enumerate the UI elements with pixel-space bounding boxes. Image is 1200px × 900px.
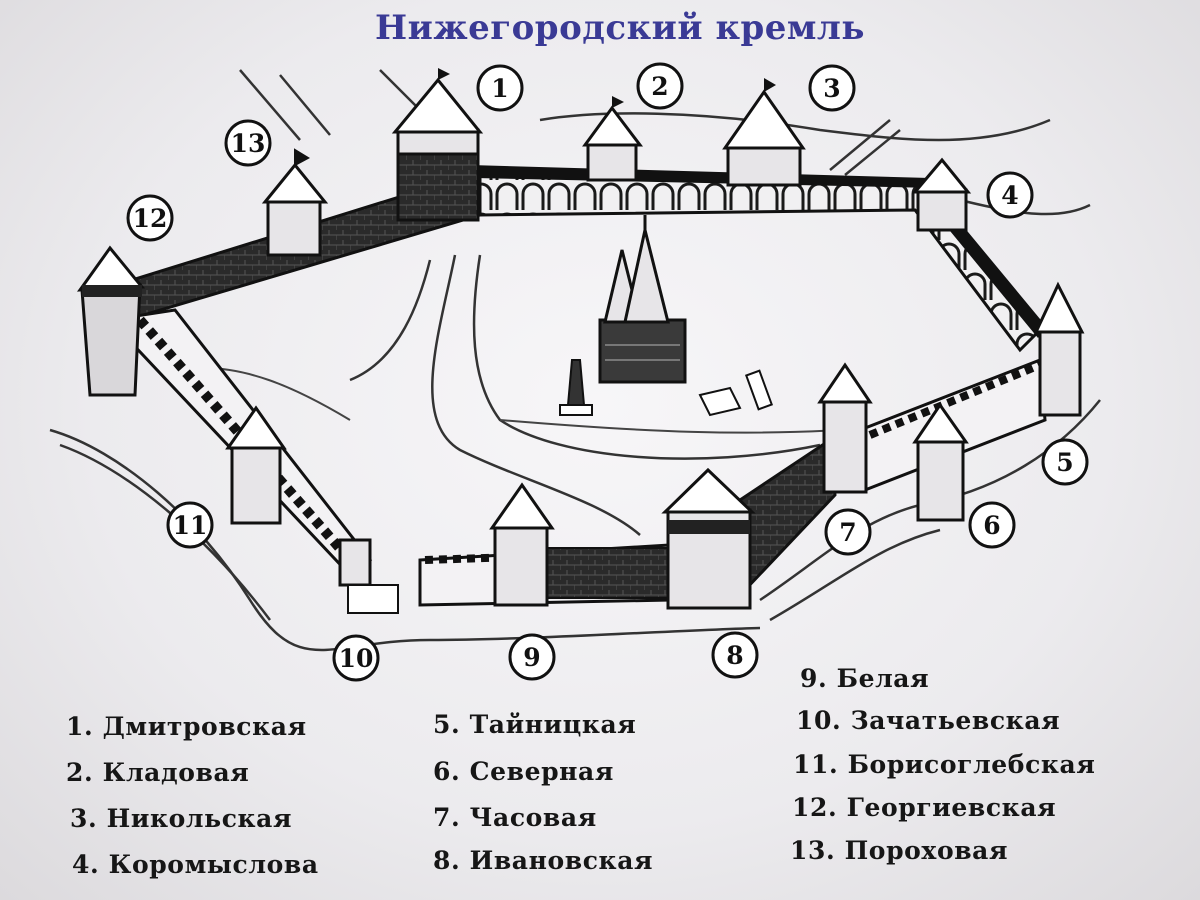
svg-text:1: 1 — [491, 74, 508, 103]
legend-item-6: 6. Северная — [433, 757, 614, 786]
tower-marker-6: 6 — [968, 501, 1016, 549]
tower-marker-2: 2 — [636, 62, 684, 110]
tower-marker-3: 3 — [808, 64, 856, 112]
monument-icon — [698, 369, 774, 417]
tower-severnaya-icon — [912, 402, 969, 522]
svg-text:9: 9 — [523, 643, 540, 672]
tower-zachatievskaya-icon — [338, 538, 399, 614]
tower-marker-7: 7 — [824, 508, 872, 556]
tower-markers: 1 2 3 4 5 6 7 — [126, 62, 1089, 682]
tower-georgievskaya-icon — [76, 245, 146, 397]
svg-text:5: 5 — [1056, 448, 1073, 477]
svg-text:6: 6 — [983, 511, 1000, 540]
tower-marker-1: 1 — [476, 64, 524, 112]
legend-item-7: 7. Часовая — [433, 803, 597, 832]
legend-item-10: 10. Зачатьевская — [796, 706, 1061, 735]
legend-item-8: 8. Ивановская — [433, 846, 654, 875]
legend-item-2: 2. Кладовая — [66, 758, 250, 787]
tower-marker-12: 12 — [126, 194, 174, 242]
svg-text:12: 12 — [133, 204, 168, 233]
legend-item-4: 4. Коромыслова — [72, 850, 319, 879]
svg-text:10: 10 — [339, 644, 374, 673]
legend-item-11: 11. Борисоглебская — [793, 750, 1096, 779]
svg-text:13: 13 — [231, 129, 266, 158]
legend-item-5: 5. Тайницкая — [433, 710, 637, 739]
legend-item-3: 3. Никольская — [70, 804, 293, 833]
tower-marker-8: 8 — [711, 631, 759, 679]
tower-belaya-icon — [489, 482, 555, 607]
tower-marker-13: 13 — [224, 119, 272, 167]
page-title: Нижегородский кремль — [374, 8, 865, 48]
svg-text:7: 7 — [839, 518, 856, 547]
legend-item-9: 9. Белая — [800, 664, 930, 693]
tower-marker-9: 9 — [508, 633, 556, 681]
tower-dmitrovskaya-icon — [391, 68, 484, 222]
svg-text:8: 8 — [726, 641, 743, 670]
tower-porokhovaya-icon — [261, 148, 329, 257]
tower-ivanovskaya-icon — [661, 467, 756, 610]
tower-borisoglebskaya-icon — [225, 405, 287, 525]
tower-chasovaya-icon — [817, 362, 873, 494]
svg-text:3: 3 — [823, 74, 840, 103]
svg-text:2: 2 — [651, 72, 668, 101]
legend-item-12: 12. Георгиевская — [792, 793, 1057, 822]
tower-taynitskaya-icon — [1033, 281, 1085, 417]
legend-item-13: 13. Пороховая — [790, 836, 1009, 865]
obelisk-icon — [559, 359, 593, 416]
tower-marker-4: 4 — [986, 171, 1034, 219]
svg-text:4: 4 — [1001, 181, 1018, 210]
tower-kladovaya-icon — [582, 96, 644, 182]
east-wall — [738, 357, 1047, 594]
svg-text:11: 11 — [173, 511, 208, 540]
tower-marker-11: 11 — [166, 501, 214, 549]
legend-item-1: 1. Дмитровская — [66, 712, 307, 741]
inner-grounds — [179, 367, 901, 434]
tower-marker-5: 5 — [1041, 438, 1089, 486]
tower-marker-10: 10 — [332, 634, 380, 682]
cathedral-icon — [598, 215, 687, 384]
tower-nikolskaya-icon — [722, 78, 806, 187]
tower-koromyslova-icon — [911, 157, 972, 232]
